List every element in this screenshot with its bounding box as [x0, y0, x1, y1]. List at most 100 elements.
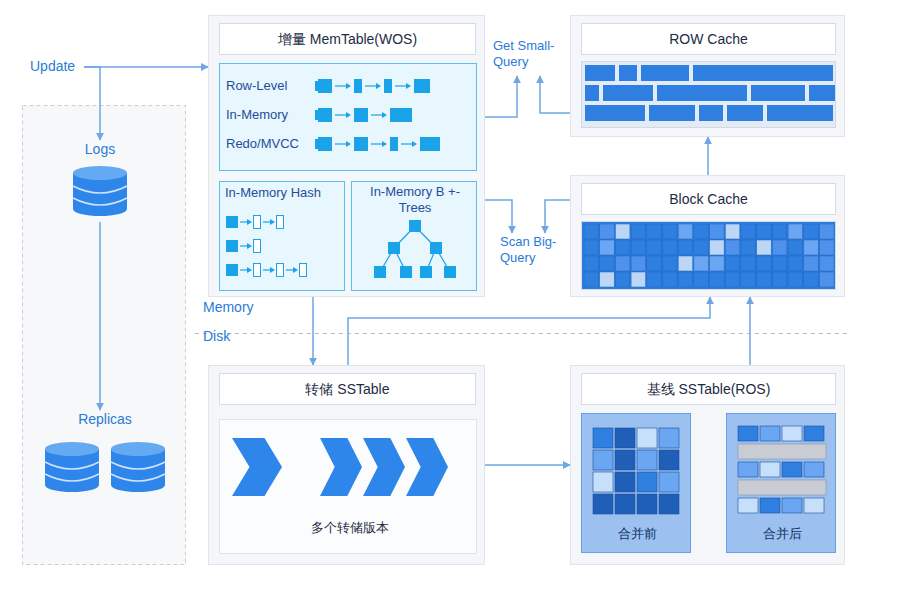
illustration-shape	[277, 264, 284, 277]
node-text: 多个转储版本	[311, 520, 389, 535]
illustration-shape	[760, 498, 780, 513]
illustration-shape	[388, 242, 400, 254]
illustration-shape	[247, 267, 252, 273]
flow-arrow	[485, 464, 570, 466]
flow-arrow	[545, 200, 570, 233]
illustration-shape	[772, 240, 787, 255]
illustration-shape	[582, 24, 836, 55]
text-slot: 合并后	[727, 526, 837, 542]
illustration-shape	[699, 105, 723, 121]
illustration-shape	[782, 426, 802, 441]
dump-sstable-box: 多个转储版本转储 SSTable	[208, 365, 485, 565]
flow-arrow	[707, 137, 709, 175]
illustration-group	[220, 24, 476, 55]
illustration-shape	[395, 85, 407, 86]
node-text: Replicas	[78, 411, 132, 427]
flow-arrow	[749, 297, 751, 365]
illustration-shape	[615, 428, 635, 448]
illustration-shape	[390, 137, 398, 151]
illustration-shape	[659, 450, 679, 470]
illustration-shape	[637, 472, 657, 492]
illustration-shape	[401, 143, 413, 144]
illustration-shape	[73, 198, 127, 205]
illustration-shape	[335, 114, 347, 115]
node-text: 合并前	[618, 526, 657, 541]
illustration-shape	[694, 272, 709, 287]
illustration-shape	[247, 219, 252, 225]
illustration-shape	[710, 256, 725, 271]
btree-index-box: In-Memory B +-Trees	[351, 181, 477, 291]
illustration-shape	[254, 216, 261, 229]
illustration-group	[315, 79, 440, 151]
illustration-shape	[741, 240, 756, 255]
illustration-shape	[782, 462, 802, 477]
text-slot: Row-Level	[226, 78, 316, 94]
illustration-shape	[318, 108, 332, 122]
text-slot: 基线 SSTable(ROS)	[581, 373, 836, 405]
illustration-group	[374, 220, 456, 278]
illustration-shape	[414, 79, 430, 93]
illustration-shape	[741, 224, 756, 239]
illustration-shape	[585, 105, 645, 121]
illustration-group	[582, 374, 836, 405]
node-text: Logs	[85, 141, 115, 157]
illustration-shape	[412, 141, 417, 147]
node-text: In-Memory B +-Trees	[370, 184, 460, 215]
illustration-shape	[760, 426, 780, 441]
illustration-shape	[631, 272, 646, 287]
illustration-shape	[384, 79, 392, 93]
illustration-shape	[593, 494, 613, 514]
illustration-shape	[615, 472, 635, 492]
illustration-group	[582, 184, 836, 290]
node-text: Get Small-Query	[493, 38, 554, 69]
illustration-shape	[420, 137, 440, 151]
illustration-shape	[725, 224, 740, 239]
illustration-shape	[585, 85, 599, 101]
query-label-node: Get Small-Query	[493, 38, 577, 74]
illustration-shape	[619, 65, 637, 81]
illustration-shape	[788, 256, 803, 271]
illustration-shape	[220, 24, 476, 55]
illustration-shape	[657, 85, 747, 101]
text-slot: In-Memory Hash	[225, 185, 341, 201]
illustration-group	[738, 426, 826, 513]
illustration-shape	[820, 272, 835, 287]
illustration-shape	[600, 240, 615, 255]
illustration-shape	[772, 272, 787, 287]
illustration-shape	[767, 105, 833, 121]
illustration-shape	[585, 65, 615, 81]
illustration-shape	[409, 220, 421, 232]
illustration-shape	[226, 264, 238, 276]
illustration-shape	[710, 272, 725, 287]
illustration-shape	[727, 105, 763, 121]
hash-index-box: In-Memory Hash	[219, 181, 345, 291]
illustration-shape	[420, 266, 432, 278]
illustration-shape	[300, 264, 307, 277]
illustration-shape	[804, 240, 819, 255]
illustration-shape	[374, 266, 386, 278]
illustration-shape	[659, 472, 679, 492]
illustration-shape	[647, 240, 662, 255]
node-text: 合并后	[763, 526, 802, 541]
illustration-shape	[45, 478, 99, 492]
illustration-shape	[593, 450, 613, 470]
illustration-shape	[582, 184, 836, 215]
illustration-shape	[582, 222, 836, 290]
illustration-shape	[603, 85, 653, 101]
region-label: Disk	[203, 327, 230, 345]
flow-arrow	[312, 297, 314, 365]
illustration-shape	[694, 256, 709, 271]
illustration-shape	[111, 442, 165, 456]
baseline-sstable-box: 合并前 合并后 基线 SSTable(ROS)	[570, 365, 845, 565]
illustration-shape	[111, 462, 165, 469]
illustration-shape	[788, 272, 803, 287]
illustration-shape	[584, 240, 599, 255]
illustration-shape	[725, 256, 740, 271]
flow-arrow	[99, 222, 101, 410]
illustration-shape	[376, 83, 381, 89]
illustration-shape	[694, 224, 709, 239]
node-text: Redo/MVCC	[226, 136, 299, 151]
illustration-shape	[45, 462, 99, 469]
illustration-shape	[263, 221, 271, 222]
box-title: ROW Cache	[669, 31, 748, 47]
